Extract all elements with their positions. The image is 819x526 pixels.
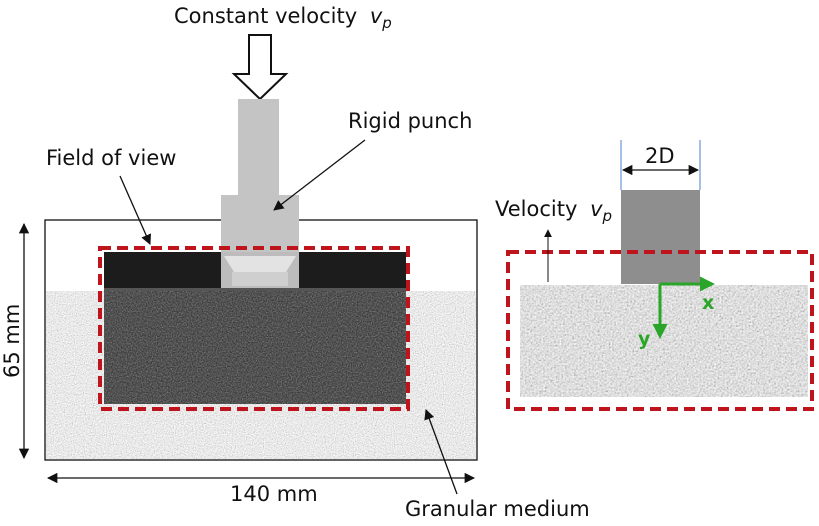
y-axis-label: y <box>638 328 651 350</box>
punch-width-label: 2D <box>645 144 675 168</box>
x-axis-label: x <box>702 292 714 314</box>
dem-granular-domain <box>520 285 808 397</box>
rigid-punch-pointer <box>273 139 366 211</box>
velocity-label: Velocity vp <box>495 197 612 225</box>
simulation-frame <box>506 250 814 411</box>
granular-medium-pointer <box>424 409 458 495</box>
constant-velocity-title: Constant velocity vp <box>174 4 392 32</box>
rigid-punch-label: Rigid punch <box>348 109 472 133</box>
simulation-panel: 2D Velocity vp x y <box>495 140 814 411</box>
punch-block <box>221 195 299 253</box>
simulated-punch <box>621 190 700 284</box>
field-of-view-label: Field of view <box>46 146 176 170</box>
velocity-arrow-icon <box>231 34 289 101</box>
punch-stem <box>238 99 279 195</box>
granular-medium-label: Granular medium <box>405 497 590 521</box>
field-of-view-pointer <box>119 175 151 245</box>
experimental-setup-panel: Constant velocity vp Rigid punch Field o <box>0 4 590 521</box>
height-dimension-label: 65 mm <box>0 304 24 378</box>
field-of-view-image <box>104 252 406 404</box>
field-of-view-frame <box>98 246 410 411</box>
width-dimension-label: 140 mm <box>230 482 318 506</box>
